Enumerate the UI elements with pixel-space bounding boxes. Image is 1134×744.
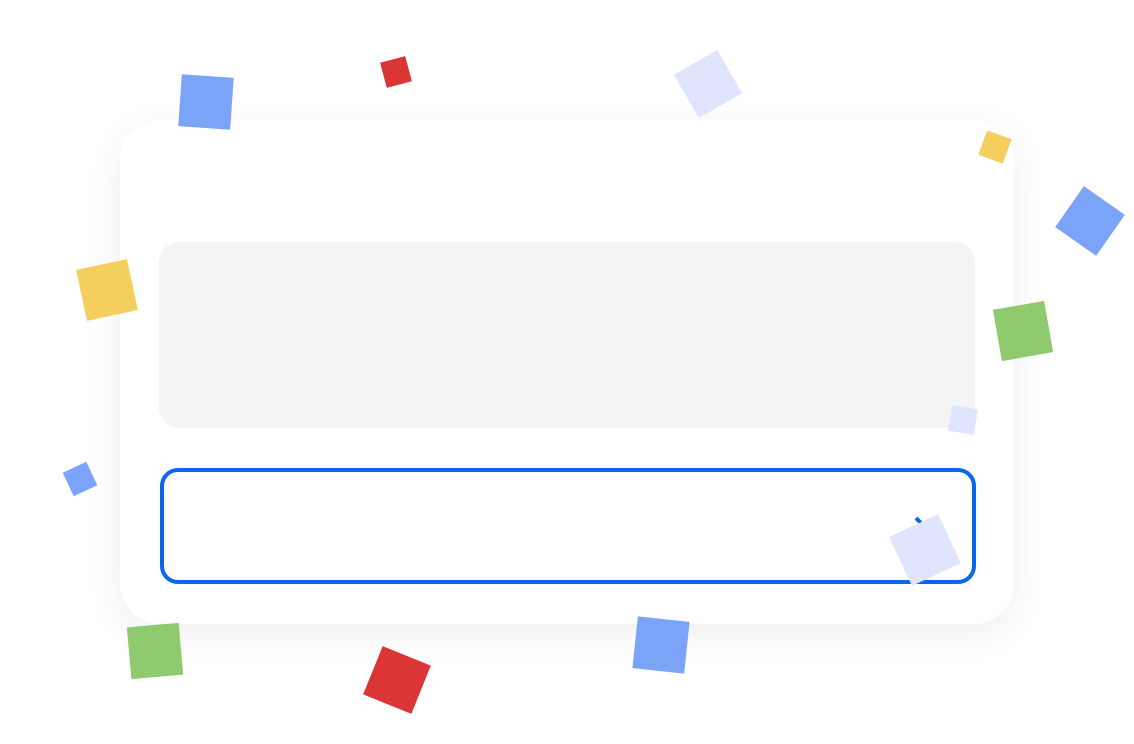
card — [120, 120, 1014, 624]
confetti-piece — [126, 622, 184, 680]
confetti-piece — [673, 49, 743, 119]
confetti-piece — [1055, 186, 1125, 256]
confetti-piece — [363, 646, 431, 714]
confetti-piece — [632, 616, 690, 674]
confetti-piece — [62, 461, 98, 497]
confetti-piece — [992, 300, 1054, 362]
confetti-piece — [380, 56, 412, 88]
confetti-piece — [76, 259, 138, 321]
confetti-piece — [947, 404, 979, 436]
input-field[interactable] — [160, 468, 976, 584]
content-placeholder — [159, 242, 975, 428]
confetti-piece — [178, 74, 234, 130]
